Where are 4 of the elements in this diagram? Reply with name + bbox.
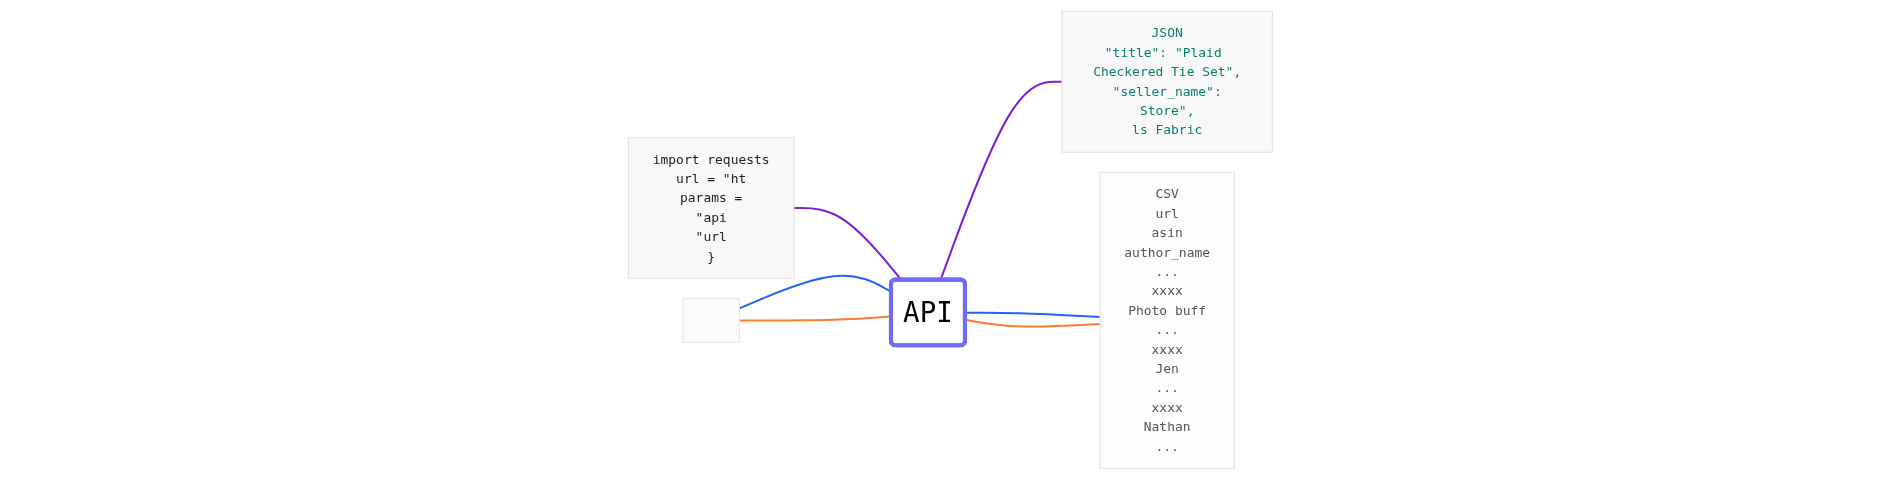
node-box <box>682 298 740 343</box>
node-box: JSON "title": "Plaid Checkered Tie Set", "seller_name": Store", ls Fabric <box>1061 10 1273 153</box>
node-box: import requests url = "ht params = "api "url } <box>627 137 795 280</box>
node-box: CSV url asin author_name ... xxxx Photo buff ... xxxx Jen ... xxxx Nathan ... <box>1099 171 1235 470</box>
